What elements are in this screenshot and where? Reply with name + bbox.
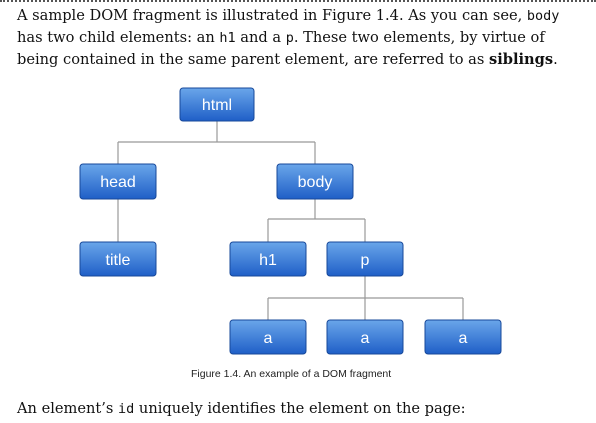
connector-p-children: [267, 276, 464, 320]
node-h1: h1: [229, 241, 307, 277]
top-dotted-rule: [0, 0, 596, 2]
node-a-2: a: [326, 319, 404, 355]
node-head-label: head: [100, 174, 136, 191]
connector-body-children: [267, 199, 366, 242]
term-siblings: siblings: [489, 51, 554, 68]
code-p: p: [285, 30, 294, 46]
outro-text: uniquely identifies the element on the p…: [134, 400, 466, 417]
connector-html-children: [117, 121, 316, 164]
node-a-1: a: [229, 319, 307, 355]
node-h1-label: h1: [259, 252, 277, 269]
node-head: head: [79, 163, 157, 200]
node-p: p: [326, 241, 404, 277]
outro-text: An element’s: [17, 400, 119, 417]
intro-text: .: [553, 51, 558, 68]
intro-text: . These two elements, by virtue of being…: [17, 29, 545, 68]
node-p-label: p: [361, 252, 370, 269]
intro-text: has two child elements: an: [17, 29, 220, 46]
node-html-label: html: [202, 97, 232, 114]
node-html: html: [179, 87, 255, 122]
intro-text: and a: [235, 29, 286, 46]
node-title-label: title: [106, 252, 131, 269]
node-a-1-label: a: [264, 330, 273, 347]
intro-text: A sample DOM fragment is illustrated in …: [17, 7, 527, 24]
dom-tree-diagram: html head body title h1 p a a a: [79, 87, 502, 355]
node-body-label: body: [298, 174, 333, 191]
node-title: title: [79, 241, 157, 277]
figure-caption: Figure 1.4. An example of a DOM fragment: [191, 368, 392, 380]
node-a-2-label: a: [361, 330, 370, 347]
outro-paragraph: An element’s id uniquely identifies the …: [17, 398, 587, 420]
intro-paragraph: A sample DOM fragment is illustrated in …: [17, 5, 587, 71]
tree-connectors: [117, 121, 464, 320]
code-id: id: [118, 401, 135, 417]
node-a-3-label: a: [459, 330, 468, 347]
node-a-3: a: [424, 319, 502, 355]
code-h1: h1: [219, 30, 236, 46]
node-body: body: [276, 163, 354, 200]
code-body: body: [526, 8, 560, 24]
